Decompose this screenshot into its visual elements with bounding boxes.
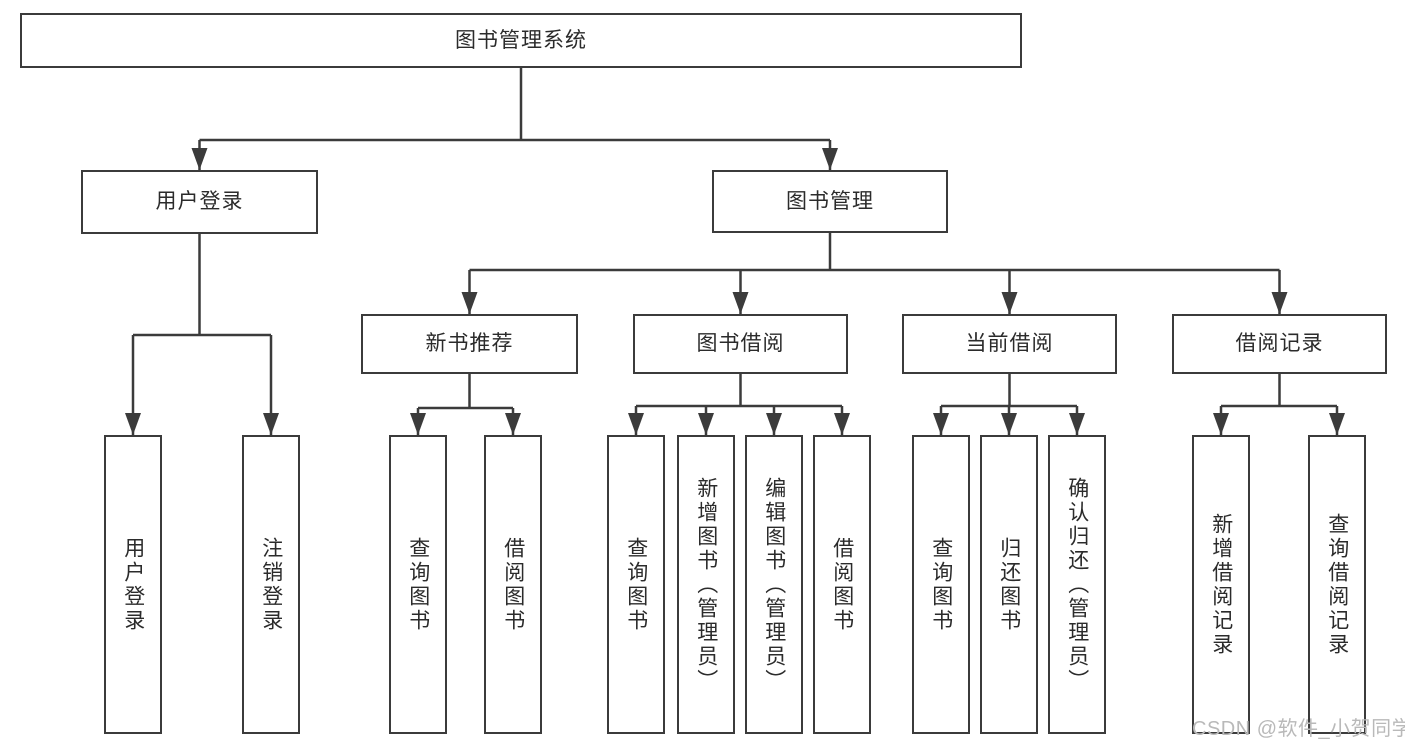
node-leaf-query-book-2[interactable]: 查询图书 — [607, 435, 665, 734]
node-leaf-add-book[interactable]: 新增图书（管理员） — [677, 435, 735, 734]
arrowhead-icon — [191, 148, 208, 170]
node-new-book-rec[interactable]: 新书推荐 — [361, 314, 578, 374]
node-label: 新增借阅记录 — [1209, 512, 1233, 657]
node-label: 图书借阅 — [696, 332, 785, 356]
node-label: 图书管理系统 — [455, 28, 587, 52]
arrowhead-icon — [410, 413, 426, 435]
arrowhead-icon — [263, 413, 279, 435]
arrowhead-icon — [1001, 292, 1018, 314]
node-label: 图书管理 — [786, 189, 874, 213]
node-leaf-borrow-book-2[interactable]: 借阅图书 — [813, 435, 871, 734]
arrowhead-icon — [505, 413, 521, 435]
node-root[interactable]: 图书管理系统 — [20, 13, 1022, 68]
node-leaf-user-login[interactable]: 用户登录 — [104, 435, 162, 734]
node-borrow-record[interactable]: 借阅记录 — [1172, 314, 1387, 374]
node-label: 借阅记录 — [1235, 332, 1324, 356]
node-label: 编辑图书（管理员） — [762, 476, 786, 693]
node-leaf-return-book[interactable]: 归还图书 — [980, 435, 1038, 734]
node-label: 查询图书 — [624, 536, 648, 633]
node-label: 用户登录 — [121, 536, 145, 633]
node-label: 新增图书（管理员） — [694, 476, 718, 693]
arrowhead-icon — [822, 148, 838, 170]
node-book-borrow[interactable]: 图书借阅 — [633, 314, 848, 374]
node-label: 归还图书 — [997, 536, 1021, 633]
node-label: 新书推荐 — [425, 332, 514, 356]
arrowhead-icon — [732, 292, 749, 314]
node-leaf-query-book-3[interactable]: 查询图书 — [912, 435, 970, 734]
node-label: 借阅图书 — [501, 536, 525, 633]
node-user-login[interactable]: 用户登录 — [81, 170, 318, 234]
arrowhead-icon — [1069, 413, 1085, 435]
node-label: 用户登录 — [155, 190, 244, 214]
arrowhead-icon — [933, 413, 949, 435]
arrowhead-icon — [698, 413, 714, 435]
node-current-borrow[interactable]: 当前借阅 — [902, 314, 1117, 374]
node-label: 确认归还（管理员） — [1065, 476, 1089, 693]
arrowhead-icon — [461, 292, 478, 314]
node-label: 当前借阅 — [965, 332, 1054, 356]
arrowhead-icon — [1329, 413, 1345, 435]
arrowhead-icon — [628, 413, 644, 435]
node-leaf-confirm-return[interactable]: 确认归还（管理员） — [1048, 435, 1106, 734]
node-leaf-borrow-book-1[interactable]: 借阅图书 — [484, 435, 542, 734]
node-label: 注销登录 — [259, 536, 283, 633]
node-label: 查询图书 — [929, 536, 953, 633]
node-leaf-query-record[interactable]: 查询借阅记录 — [1308, 435, 1366, 734]
arrowhead-icon — [125, 413, 141, 435]
arrowhead-icon — [766, 413, 782, 435]
csdn-watermark: CSDN @软件_小贺同学 — [1192, 718, 1405, 740]
node-label: 查询图书 — [406, 536, 430, 633]
node-label: 借阅图书 — [830, 536, 854, 633]
arrowhead-icon — [1213, 413, 1229, 435]
arrowhead-icon — [1001, 413, 1017, 435]
node-leaf-add-record[interactable]: 新增借阅记录 — [1192, 435, 1250, 734]
node-leaf-query-book-1[interactable]: 查询图书 — [389, 435, 447, 734]
node-book-manage[interactable]: 图书管理 — [712, 170, 948, 233]
node-label: 查询借阅记录 — [1325, 512, 1349, 657]
node-leaf-edit-book[interactable]: 编辑图书（管理员） — [745, 435, 803, 734]
arrowhead-icon — [834, 413, 850, 435]
node-leaf-logout[interactable]: 注销登录 — [242, 435, 300, 734]
arrowhead-icon — [1271, 292, 1288, 314]
